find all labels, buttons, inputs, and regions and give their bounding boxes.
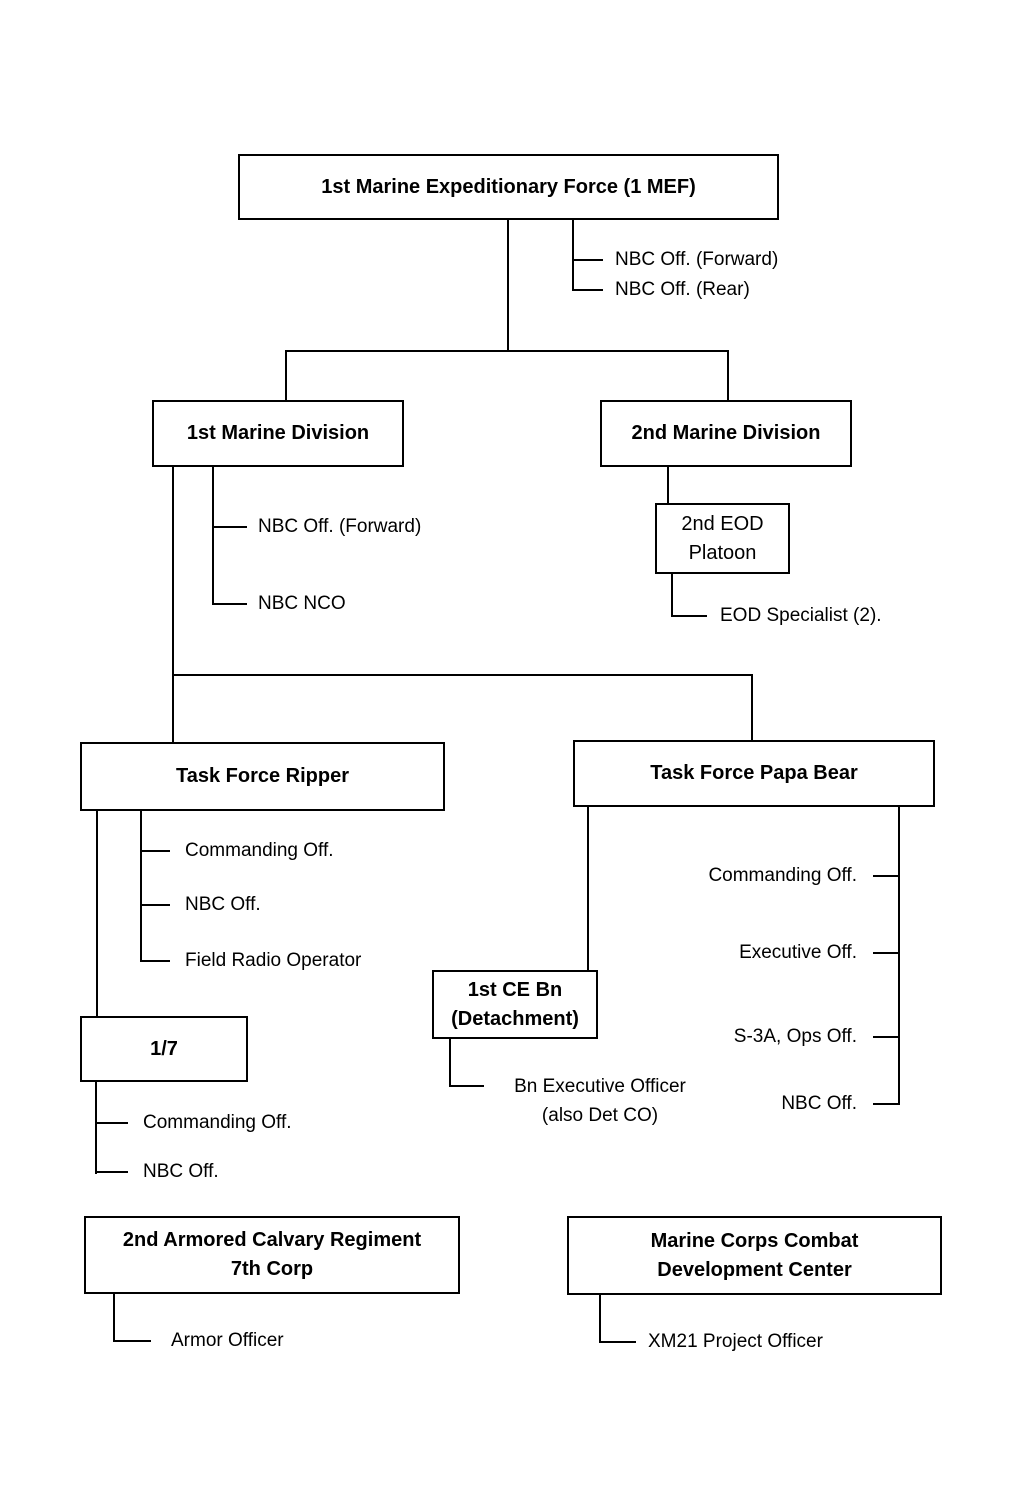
connector-line xyxy=(751,675,753,742)
connector-tick xyxy=(873,1103,900,1105)
staff-papa-commanding-off: Commanding Off. xyxy=(708,865,857,886)
connector-tick xyxy=(873,952,900,954)
staff-eod-specialist: EOD Specialist (2). xyxy=(720,605,882,626)
staff-div1-nbc-off-forward: NBC Off. (Forward) xyxy=(258,516,422,537)
connector-tick xyxy=(140,850,170,852)
staff-ripper-commanding-off: Commanding Off. xyxy=(185,840,334,861)
node-task-force-papa-bear: Task Force Papa Bear xyxy=(573,740,935,807)
node-label: Task Force Ripper xyxy=(175,765,350,787)
node-label: 1/7 xyxy=(150,1037,178,1060)
connector-line xyxy=(898,806,900,1105)
connector-line xyxy=(671,573,673,617)
connector-tick xyxy=(572,289,603,291)
connector-line xyxy=(667,466,669,505)
staff-papa-nbc-off: NBC Off. xyxy=(781,1093,857,1114)
connector-line xyxy=(113,1293,115,1342)
connector-tick xyxy=(140,960,170,962)
staff-papa-executive-off: Executive Off. xyxy=(739,942,857,963)
connector-line xyxy=(449,1038,451,1087)
staff-mef-nbc-off-rear: NBC Off. (Rear) xyxy=(615,279,750,300)
node-1st-marine-division: 1st Marine Division xyxy=(152,400,404,467)
staff-mccdc-xm21-project-officer: XM21 Project Officer xyxy=(648,1331,823,1352)
connector-line xyxy=(587,806,589,970)
connector-line xyxy=(95,1081,97,1174)
staff-mef-nbc-off-forward: NBC Off. (Forward) xyxy=(615,249,779,270)
connector-tick xyxy=(212,603,247,605)
node-1st-marine-expeditionary-force: 1st Marine Expeditionary Force (1 MEF) xyxy=(238,154,779,220)
staff-acr-armor-officer: Armor Officer xyxy=(171,1330,284,1351)
node-task-force-ripper: Task Force Ripper xyxy=(80,742,445,811)
node-marine-corps-combat-development-center: Marine Corps Combat Development Center xyxy=(567,1216,942,1295)
node-label: 1st Marine Division xyxy=(186,422,370,444)
staff-ripper-nbc-off: NBC Off. xyxy=(185,894,261,915)
node-label: Task Force Papa Bear xyxy=(650,762,858,784)
node-label: 2nd Armored Calvary Regiment xyxy=(122,1229,422,1251)
connector-line xyxy=(172,674,753,676)
connector-line xyxy=(727,350,729,402)
connector-line xyxy=(599,1294,601,1343)
connector-line xyxy=(572,220,574,291)
node-1-7: 1/7 xyxy=(80,1016,248,1082)
connector-line xyxy=(96,810,98,1018)
node-label: Development Center xyxy=(657,1258,852,1281)
node-label: 2nd EOD xyxy=(681,512,764,535)
node-label: 2nd Marine Division xyxy=(631,422,821,444)
connector-line xyxy=(172,466,174,743)
connector-tick xyxy=(873,1036,900,1038)
connector-tick xyxy=(671,615,707,617)
staff-div1-nbc-nco: NBC NCO xyxy=(258,593,346,614)
node-label: 7th Corp xyxy=(230,1258,314,1280)
node-label: Platoon xyxy=(688,541,757,564)
connector-tick xyxy=(572,259,603,261)
connector-tick xyxy=(95,1122,128,1124)
connector-line xyxy=(285,350,729,352)
connector-tick xyxy=(212,526,247,528)
staff-b17-nbc-off: NBC Off. xyxy=(143,1161,219,1182)
connector-tick xyxy=(599,1341,636,1343)
staff-label-line: Bn Executive Officer xyxy=(514,1076,686,1097)
staff-papa-s3a-ops-off: S-3A, Ops Off. xyxy=(733,1026,857,1047)
connector-line xyxy=(507,220,509,352)
connector-tick xyxy=(449,1085,484,1087)
node-1st-ce-bn-detachment: 1st CE Bn (Detachment) xyxy=(432,970,598,1039)
connector-line xyxy=(212,466,214,605)
node-label: 1st CE Bn xyxy=(467,978,563,1001)
node-2nd-eod-platoon: 2nd EOD Platoon xyxy=(655,503,790,574)
node-2nd-armored-calvary-regiment: 2nd Armored Calvary Regiment 7th Corp xyxy=(84,1216,460,1294)
staff-ce-bn-executive-officer: Bn Executive Officer (also Det CO) xyxy=(494,1072,706,1130)
connector-line xyxy=(285,350,287,402)
staff-b17-commanding-off: Commanding Off. xyxy=(143,1112,292,1133)
connector-tick xyxy=(873,875,900,877)
node-label: Marine Corps Combat xyxy=(650,1229,859,1252)
node-2nd-marine-division: 2nd Marine Division xyxy=(600,400,852,467)
connector-tick xyxy=(140,904,170,906)
staff-label-line: (also Det CO) xyxy=(541,1105,659,1126)
node-label: (Detachment) xyxy=(451,1007,579,1030)
staff-ripper-field-radio-operator: Field Radio Operator xyxy=(185,950,362,971)
connector-tick xyxy=(113,1340,151,1342)
connector-tick xyxy=(95,1171,128,1173)
connector-line xyxy=(140,810,142,962)
node-label: 1st Marine Expeditionary Force (1 MEF) xyxy=(321,175,696,198)
